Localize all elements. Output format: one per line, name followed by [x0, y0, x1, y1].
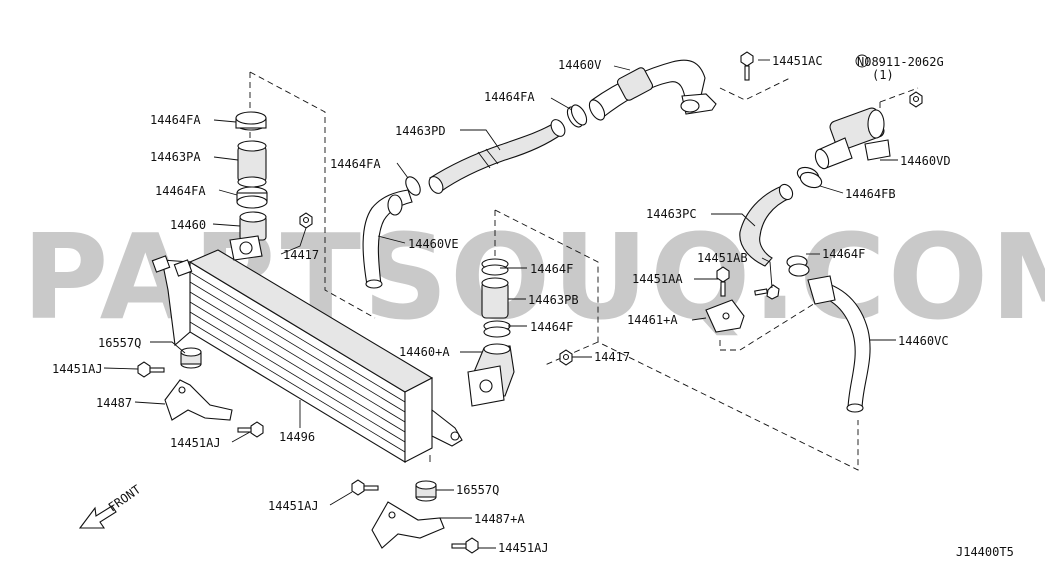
- hose-14463pc[interactable]: [739, 182, 795, 267]
- label-14487a[interactable]: 14487+A: [474, 512, 525, 526]
- clamp-14464fb[interactable]: [795, 165, 823, 191]
- diagram-id: J14400T5: [956, 545, 1014, 559]
- label-14451aj-d[interactable]: 14451AJ: [498, 541, 549, 555]
- label-14464fb[interactable]: 14464FB: [845, 187, 896, 201]
- label-14451aj-a[interactable]: 14451AJ: [52, 362, 103, 376]
- hose-14460ve[interactable]: [362, 174, 423, 289]
- clamp-14464fa-upper[interactable]: [564, 102, 589, 129]
- label-14464f-right[interactable]: 14464F: [822, 247, 865, 261]
- label-14487[interactable]: 14487: [96, 396, 132, 410]
- label-14464fa-c[interactable]: 14464FA: [330, 157, 381, 171]
- label-14460vd[interactable]: 14460VD: [900, 154, 951, 168]
- nut-08911-2062g[interactable]: [909, 91, 923, 108]
- nut-14417-upper[interactable]: [299, 212, 313, 229]
- label-14417-upper[interactable]: 14417: [283, 248, 319, 262]
- outlet-14460vd[interactable]: [813, 106, 891, 170]
- label-14463pd[interactable]: 14463PD: [395, 124, 446, 138]
- label-14464f-b[interactable]: 14464F: [530, 320, 573, 334]
- intercooler-fins: [189, 271, 406, 453]
- bolt-14451aj-d[interactable]: [451, 537, 479, 554]
- bolt-14451aa[interactable]: [716, 266, 730, 297]
- duct-14463pd[interactable]: [426, 117, 567, 196]
- label-14460a[interactable]: 14460+A: [399, 345, 450, 359]
- mount-16557q-left[interactable]: [180, 347, 202, 369]
- label-14417-middle[interactable]: 14417: [594, 350, 630, 364]
- label-14464fa-a[interactable]: 14464FA: [150, 113, 201, 127]
- label-14460[interactable]: 14460: [170, 218, 206, 232]
- label-08911-qty: (1): [872, 68, 894, 82]
- bolt-14451ac[interactable]: [740, 51, 754, 81]
- label-14496[interactable]: 14496: [279, 430, 315, 444]
- front-label: FRONT: [106, 482, 144, 514]
- bracket-14487a[interactable]: [371, 501, 445, 549]
- bolt-14451aj-a[interactable]: [137, 361, 165, 378]
- label-14464f-a[interactable]: 14464F: [530, 262, 573, 276]
- label-16557q-left[interactable]: 16557Q: [98, 336, 141, 350]
- label-14464fa-upper[interactable]: 14464FA: [484, 90, 535, 104]
- hose-14460vc[interactable]: [807, 275, 871, 413]
- mount-16557q-lower[interactable]: [415, 480, 437, 502]
- label-14451ab[interactable]: 14451AB: [697, 251, 748, 265]
- label-14451aj-b[interactable]: 14451AJ: [170, 436, 221, 450]
- intercooler-14496[interactable]: [151, 249, 463, 463]
- label-16557q-lower[interactable]: 16557Q: [456, 483, 499, 497]
- label-14451aa[interactable]: 14451AA: [632, 272, 683, 286]
- pipe-14460v[interactable]: [586, 59, 717, 122]
- bracket-14461a[interactable]: [705, 299, 745, 333]
- bolt-14451aj-b[interactable]: [237, 421, 264, 438]
- label-14463pc[interactable]: 14463PC: [646, 207, 697, 221]
- middle-hose-stack[interactable]: [467, 258, 515, 407]
- nut-14417-middle[interactable]: [559, 349, 573, 366]
- part-labels: 14460V 14451AC N08911-2062G (1) 14464FA …: [52, 54, 951, 555]
- clamp-14464f-right[interactable]: [786, 255, 810, 277]
- bolt-14451aj-c[interactable]: [351, 479, 379, 496]
- bracket-14487[interactable]: [164, 379, 233, 421]
- label-08911-2062g[interactable]: N08911-2062G: [857, 55, 944, 69]
- label-14463pb[interactable]: 14463PB: [528, 293, 579, 307]
- inlet-pipe-stack[interactable]: [229, 111, 268, 261]
- bolt-14451ab[interactable]: [754, 284, 780, 300]
- label-14464fa-b[interactable]: 14464FA: [155, 184, 206, 198]
- leader-lines: [103, 59, 898, 549]
- label-14460v[interactable]: 14460V: [558, 58, 601, 72]
- label-14451aj-c[interactable]: 14451AJ: [268, 499, 319, 513]
- label-14460vc[interactable]: 14460VC: [898, 334, 949, 348]
- front-arrow: FRONT: [78, 482, 144, 529]
- label-14463pa[interactable]: 14463PA: [150, 150, 201, 164]
- label-14460ve[interactable]: 14460VE: [408, 237, 459, 251]
- label-14451ac[interactable]: 14451AC: [772, 54, 823, 68]
- label-14461a[interactable]: 14461+A: [627, 313, 678, 327]
